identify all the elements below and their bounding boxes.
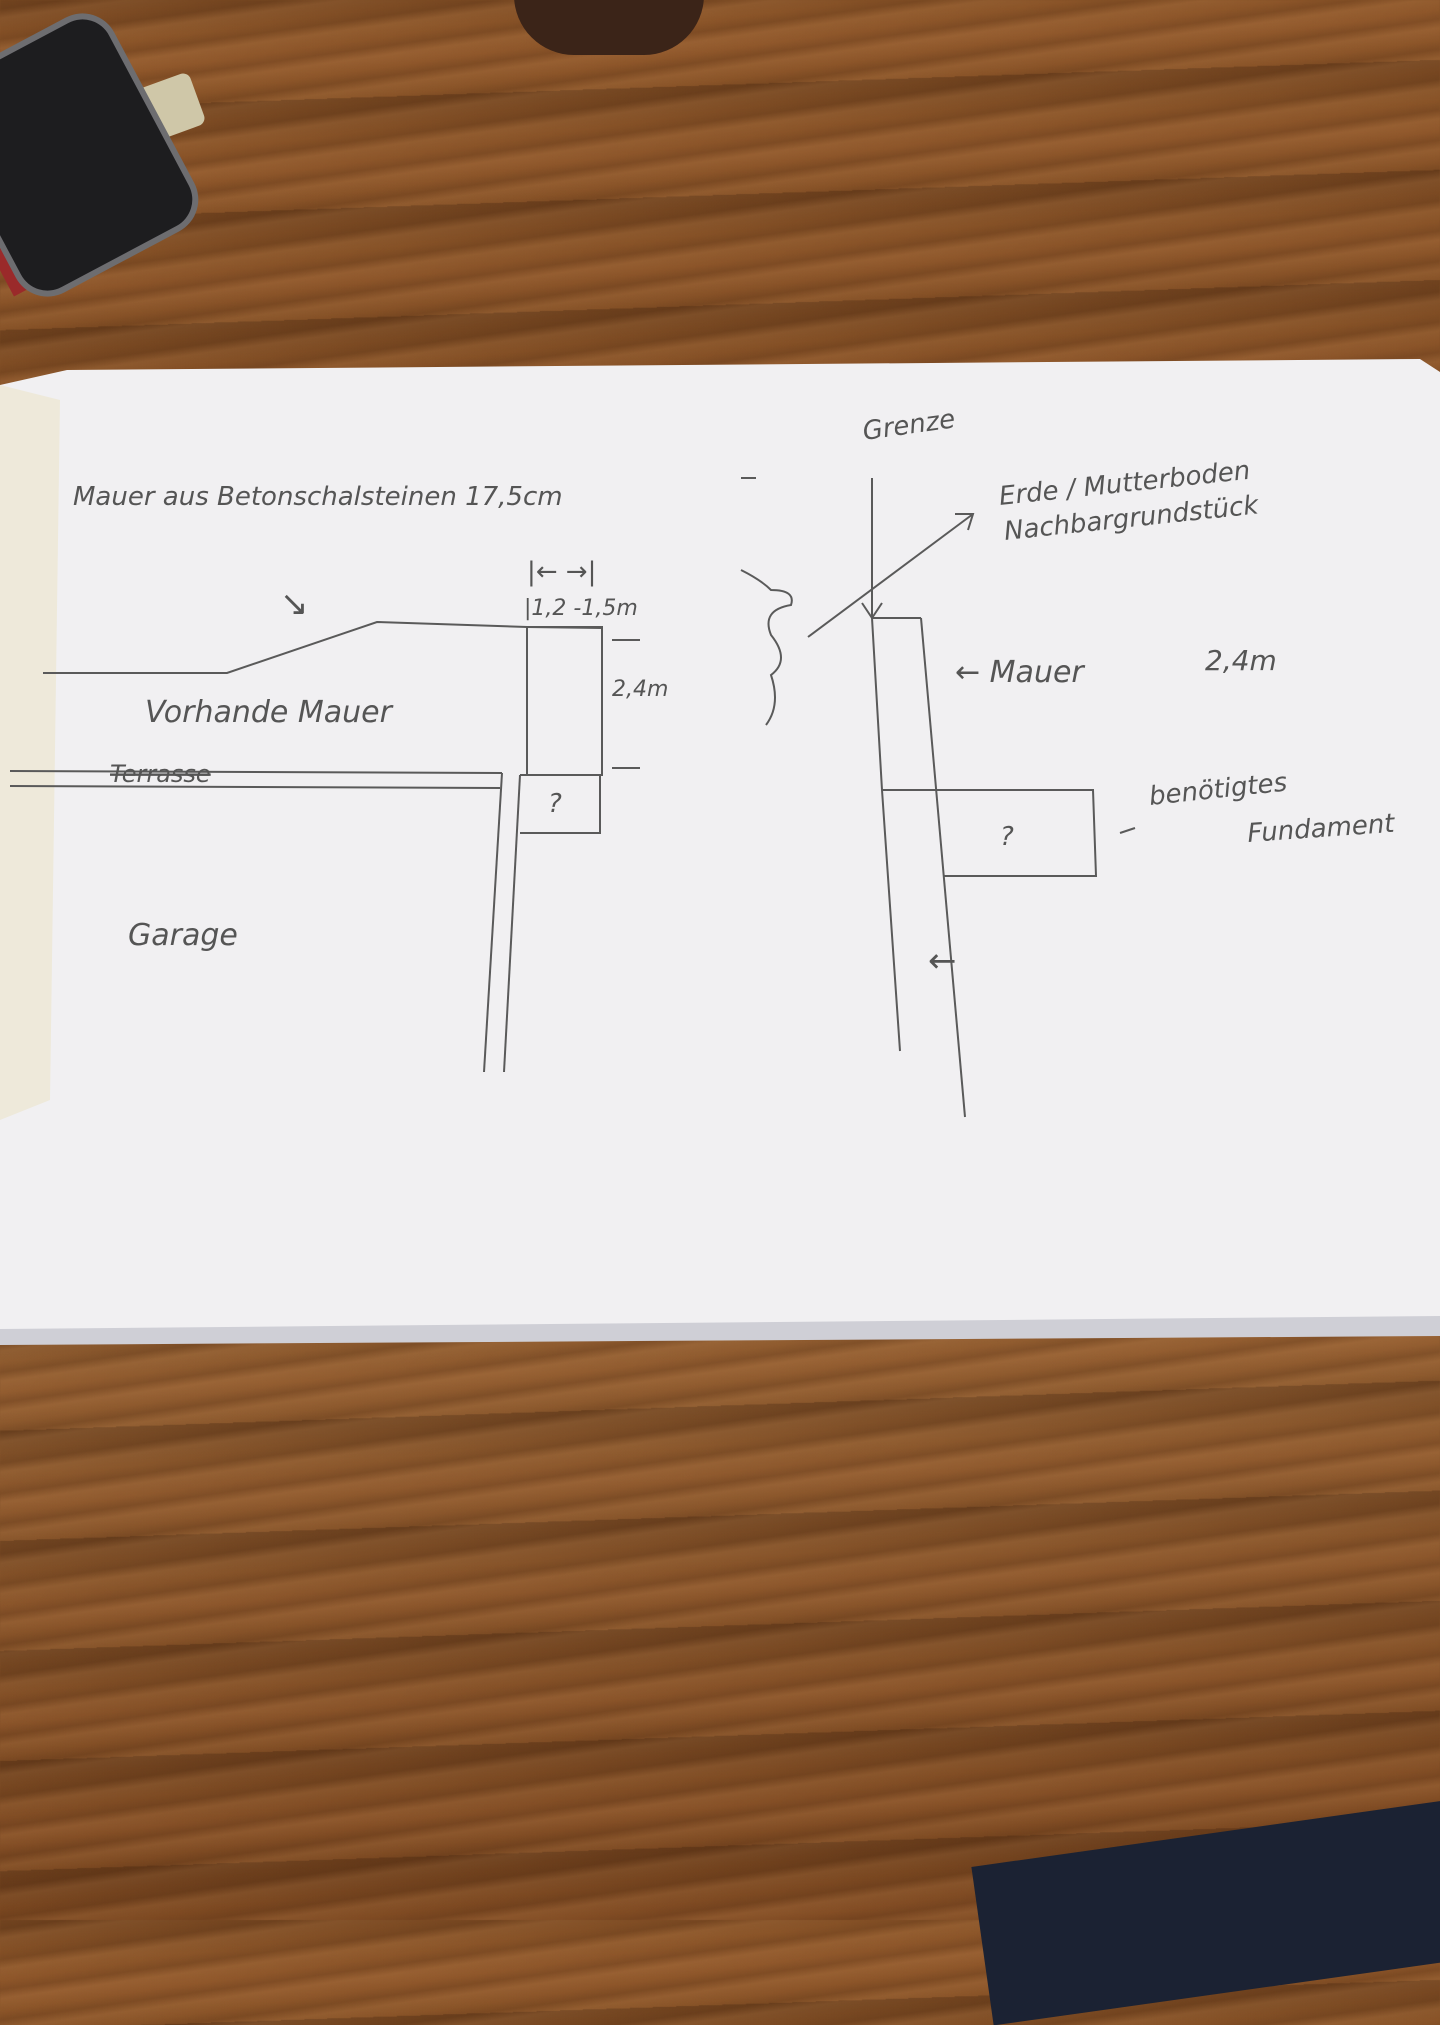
left-sketch-lines <box>9 620 640 1073</box>
sketch-paper: Mauer aus Betonschalsteinen 17,5cm |← →|… <box>0 359 1440 1345</box>
right-foundation-question: ? <box>1000 822 1014 852</box>
right-sketch-lines <box>740 477 1136 1118</box>
height-label: 2,4m <box>612 677 668 702</box>
mug <box>514 0 704 55</box>
width-label: |1,2 -1,5m <box>524 596 638 621</box>
garage-label: Garage <box>128 918 238 953</box>
paper-sheet <box>0 359 1440 1329</box>
existing-wall-label: Vorhande Mauer <box>145 695 394 730</box>
side-arrow: ← <box>928 941 957 981</box>
left-foundation-question: ? <box>548 789 562 819</box>
wall-title: Mauer aus Betonschalsteinen 17,5cm <box>73 482 563 512</box>
wall-height: 2,4m <box>1205 644 1277 677</box>
wall-label: ← Mauer <box>955 655 1085 690</box>
paper-left-edge <box>0 385 60 1120</box>
width-arrows: |← →| <box>527 557 596 587</box>
terrace-label: Terrasse <box>110 760 211 788</box>
slope-arrow: ↘ <box>280 584 309 624</box>
